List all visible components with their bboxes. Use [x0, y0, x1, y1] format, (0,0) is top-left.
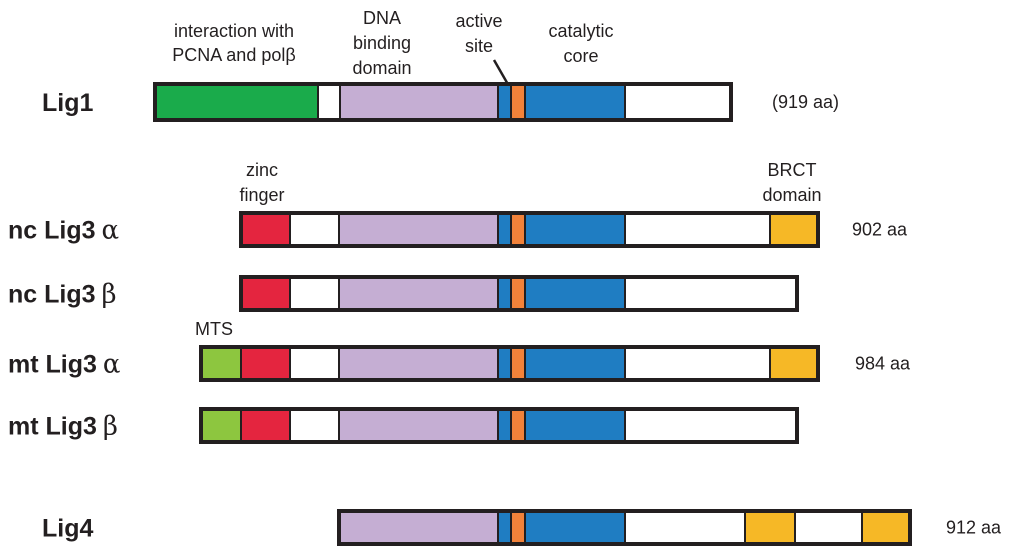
segment-dna-binding	[339, 213, 498, 246]
label-brct-line2: domain	[762, 185, 821, 205]
segment-catalytic	[525, 277, 625, 310]
protein-bar-outline	[239, 211, 820, 248]
segment-active-site	[511, 277, 525, 310]
segment-dna-binding	[339, 409, 498, 442]
segment-empty	[318, 84, 340, 120]
segment-dna-binding	[339, 277, 498, 310]
protein-length-lig4: 912 aa	[946, 518, 1002, 538]
segment-catalytic	[525, 347, 625, 380]
protein-name-prefix: nc Lig3	[8, 281, 96, 309]
protein-name-prefix: nc Lig3	[8, 217, 96, 245]
label-catalytic-line2: core	[563, 46, 598, 66]
protein-isoform-greek: α	[103, 350, 121, 380]
segment-empty	[625, 511, 745, 544]
segment-active-site	[511, 347, 525, 380]
segment-empty	[795, 511, 862, 544]
segment-empty	[625, 84, 731, 120]
segment-zinc-finger	[241, 347, 290, 380]
label-interaction-line1: interaction with	[174, 21, 294, 41]
segment-dna-binding	[340, 84, 498, 120]
segment-catalytic	[498, 409, 511, 442]
segment-empty	[290, 213, 339, 246]
protein-isoform-greek: β	[103, 412, 118, 442]
label-mts: MTS	[195, 319, 233, 339]
label-active-site-line2: site	[465, 36, 493, 56]
label-dna-binding-line3: domain	[352, 58, 411, 78]
label-active-site-line1: active	[455, 11, 502, 31]
segment-empty	[625, 409, 797, 442]
segment-empty	[625, 277, 797, 310]
protein-bar-outline	[239, 275, 799, 312]
segment-interaction	[155, 84, 318, 120]
segment-empty	[290, 347, 339, 380]
label-dna-binding-line1: DNA	[363, 8, 401, 28]
segment-catalytic	[498, 347, 511, 380]
segment-catalytic	[525, 409, 625, 442]
segment-catalytic	[525, 213, 625, 246]
label-brct-line1: BRCT	[768, 160, 817, 180]
segment-brct	[770, 347, 818, 380]
segment-catalytic	[498, 511, 511, 544]
segment-brct	[745, 511, 795, 544]
protein-name-prefix: mt Lig3	[8, 413, 97, 441]
segment-active-site	[511, 511, 525, 544]
segment-active-site	[511, 213, 525, 246]
protein-bar-outline	[337, 509, 912, 546]
protein-bar-outline	[153, 82, 733, 122]
protein-isoform-greek: β	[102, 280, 117, 310]
protein-row-lig4: Lig4 912 aa	[42, 509, 1002, 546]
segment-empty	[290, 277, 339, 310]
segment-catalytic	[525, 511, 625, 544]
label-interaction-line2: PCNA and polβ	[172, 45, 295, 65]
segment-mts	[201, 347, 241, 380]
segment-zinc-finger	[241, 213, 290, 246]
protein-isoform-greek: α	[102, 216, 120, 246]
segment-dna-binding	[339, 347, 498, 380]
protein-length-nc-lig3-alpha: 902 aa	[852, 220, 908, 240]
protein-name-prefix: mt Lig3	[8, 351, 97, 379]
protein-row-lig1: Lig1 (919 aa)	[42, 82, 839, 122]
protein-name-lig1: Lig1	[42, 89, 93, 117]
label-catalytic-line1: catalytic	[548, 21, 613, 41]
segment-brct	[770, 213, 818, 246]
segment-active-site	[511, 84, 525, 120]
segment-zinc-finger	[241, 277, 290, 310]
protein-name-prefix: Lig1	[42, 89, 93, 117]
segment-mts	[201, 409, 241, 442]
segment-active-site	[511, 409, 525, 442]
segment-brct	[862, 511, 910, 544]
segment-empty	[625, 213, 770, 246]
label-dna-binding-line2: binding	[353, 33, 411, 53]
segment-catalytic	[498, 213, 511, 246]
protein-length-mt-lig3-alpha: 984 aa	[855, 354, 911, 374]
protein-bar-outline	[199, 407, 799, 444]
segment-empty	[625, 347, 770, 380]
label-zinc-finger-line2: finger	[239, 185, 284, 205]
label-zinc-finger-line1: zinc	[246, 160, 278, 180]
segment-dna-binding	[339, 511, 498, 544]
protein-length-lig1: (919 aa)	[772, 92, 839, 112]
segment-catalytic	[525, 84, 625, 120]
protein-bar-outline	[199, 345, 820, 382]
segment-empty	[290, 409, 339, 442]
segment-catalytic	[498, 84, 511, 120]
protein-name-prefix: Lig4	[42, 515, 93, 543]
protein-name-lig4: Lig4	[42, 515, 93, 543]
segment-catalytic	[498, 277, 511, 310]
segment-zinc-finger	[241, 409, 290, 442]
